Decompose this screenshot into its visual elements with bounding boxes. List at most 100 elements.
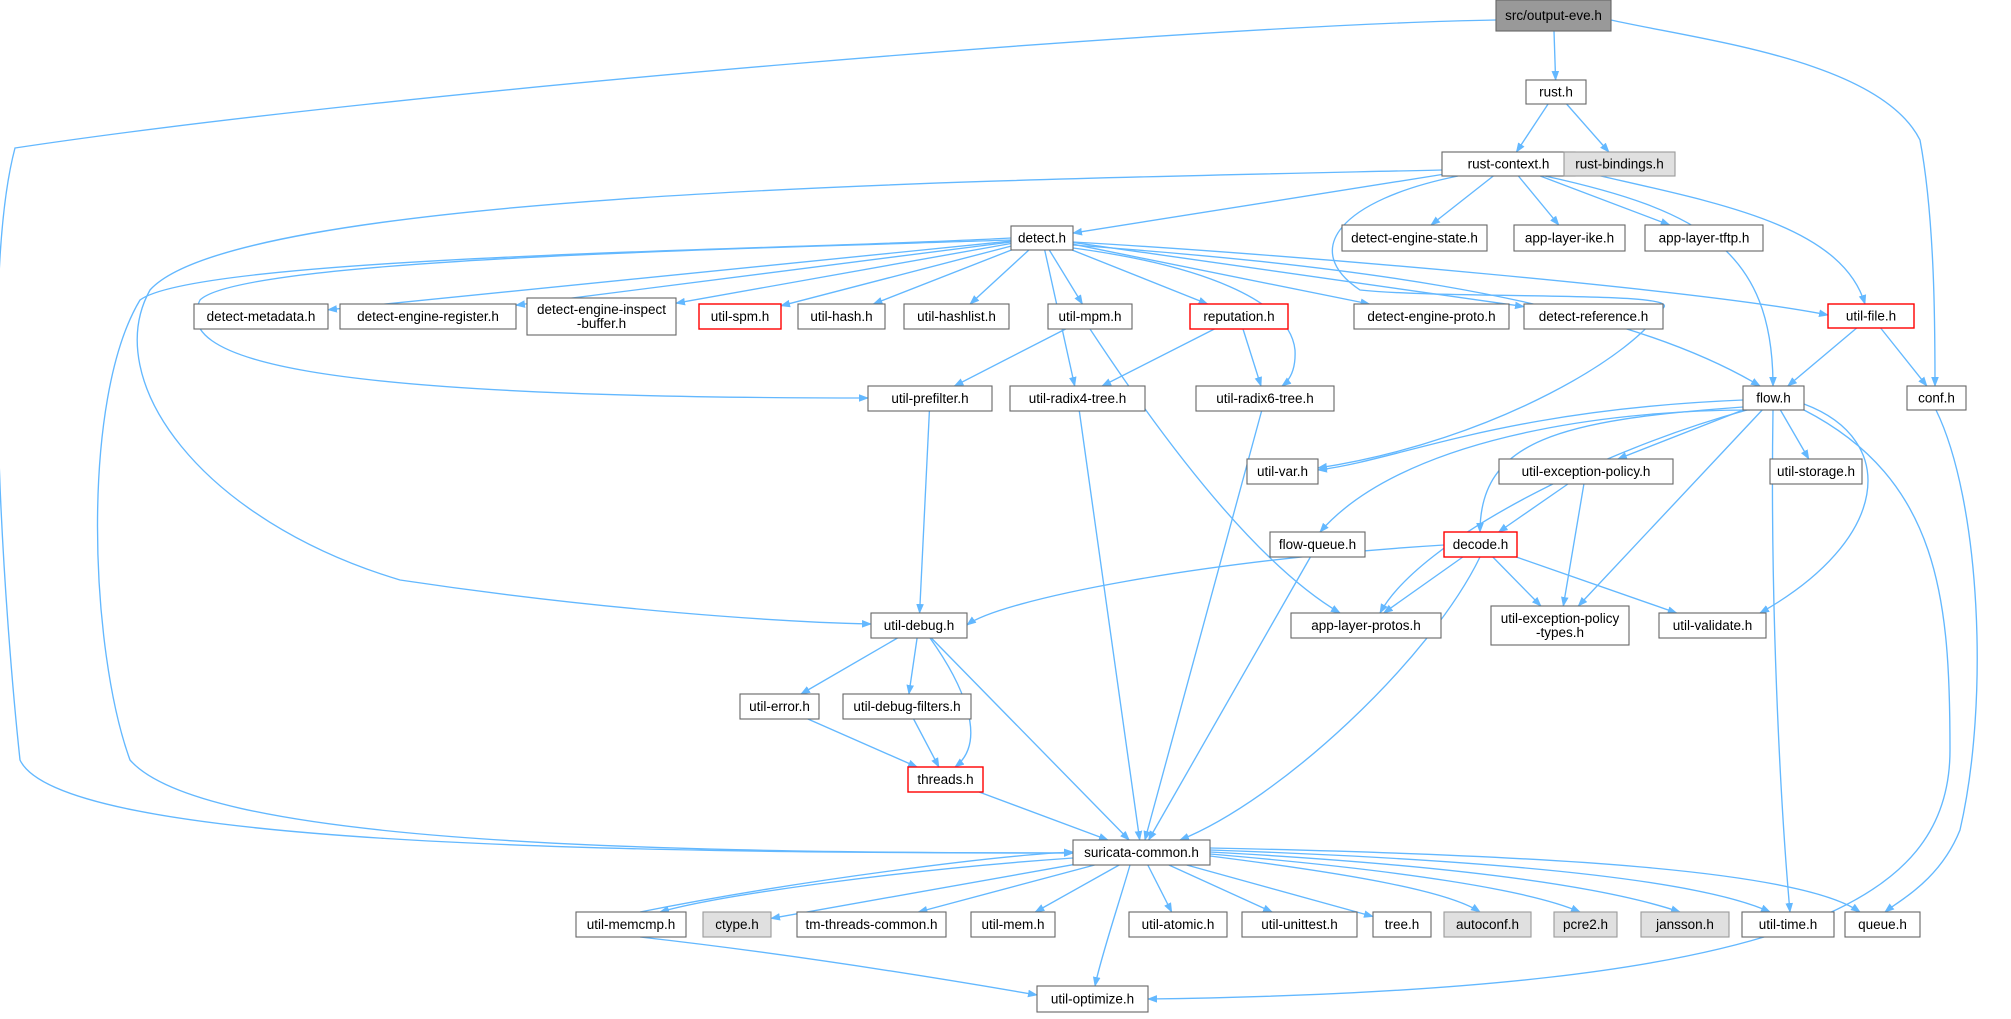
node-util-validate[interactable]: util-validate.h [1658,612,1767,639]
node-label: util-hash.h [810,309,872,324]
node-box [1010,225,1074,251]
node-box [1513,224,1626,252]
node-util-time[interactable]: util-time.h [1741,911,1835,938]
node-pcre2[interactable]: pcre2.h [1553,911,1618,938]
node-detect-engine-inspect-buffer[interactable]: detect-engine-inspect-buffer.h [526,297,677,336]
node-box [1353,303,1510,330]
node-threads[interactable]: threads.h [907,766,984,793]
node-util-memcmp[interactable]: util-memcmp.h [575,911,687,938]
node-util-atomic[interactable]: util-atomic.h [1128,911,1228,938]
node-box [796,911,947,938]
node-detect-engine-proto[interactable]: detect-engine-proto.h [1353,303,1510,330]
node-flow[interactable]: flow.h [1742,385,1805,411]
edge-util-error-to-threads [807,718,919,768]
node-app-layer-ike[interactable]: app-layer-ike.h [1513,224,1626,252]
node-util-mem[interactable]: util-mem.h [970,911,1056,938]
node-util-radix6-tree[interactable]: util-radix6-tree.h [1195,385,1335,412]
node-box [1906,385,1967,411]
node-reputation[interactable]: reputation.h [1189,303,1289,330]
edge-rust-to-rust-bindings [1566,103,1610,153]
edge-detect-to-util-file [1072,241,1829,318]
node-util-unittest[interactable]: util-unittest.h [1241,911,1358,938]
node-box [698,303,782,330]
node-util-hash[interactable]: util-hash.h [797,303,886,330]
node-detect-reference[interactable]: detect-reference.h [1523,303,1664,330]
edge-detect-to-reputation [1071,249,1209,305]
node-label: -buffer.h [577,316,626,331]
node-util-error[interactable]: util-error.h [739,693,820,720]
edge-output-eve-to-conf [1610,19,1939,387]
node-label: util-var.h [1257,464,1308,479]
node-box [1290,612,1442,639]
node-queue[interactable]: queue.h [1844,911,1921,938]
edge-util-exception-policy-to-decode [1497,483,1569,533]
node-box [1341,224,1488,252]
node-tree[interactable]: tree.h [1372,911,1432,938]
node-util-storage[interactable]: util-storage.h [1769,458,1863,485]
node-label: util-hashlist.h [917,309,996,324]
node-label: decode.h [1453,537,1509,552]
node-util-mpm[interactable]: util-mpm.h [1047,303,1133,330]
node-detect-engine-register[interactable]: detect-engine-register.h [339,303,517,330]
node-rust[interactable]: rust.h [1525,79,1587,105]
node-autoconf[interactable]: autoconf.h [1443,911,1532,938]
node-box [702,911,772,938]
node-decode[interactable]: decode.h [1443,531,1518,558]
node-label: conf.h [1918,391,1955,406]
node-box [526,297,677,336]
edge-suricata-common-to-tree [1186,864,1374,918]
node-ctype[interactable]: ctype.h [702,911,772,938]
node-output-eve[interactable]: src/output-eve.h [1495,0,1612,32]
edge-rust-context-to-util-var [1317,175,1665,471]
node-util-optimize[interactable]: util-optimize.h [1036,985,1149,1013]
node-detect-engine-state[interactable]: detect-engine-state.h [1341,224,1488,252]
node-flow-queue[interactable]: flow-queue.h [1269,531,1366,558]
node-tm-threads-common[interactable]: tm-threads-common.h [796,911,947,938]
node-box [1490,605,1630,646]
edge-flow-to-decode [1476,406,1744,533]
node-label: util-radix6-tree.h [1216,391,1314,406]
node-util-prefilter[interactable]: util-prefilter.h [867,385,993,412]
node-util-radix4-tree[interactable]: util-radix4-tree.h [1009,385,1146,412]
node-label: flow-queue.h [1279,537,1356,552]
node-util-var[interactable]: util-var.h [1246,458,1319,485]
edge-detect-to-detect-engine-register [515,241,1012,308]
node-rust-context[interactable]: rust-context.h [1441,151,1576,177]
node-detect-metadata[interactable]: detect-metadata.h [193,303,329,330]
node-util-file[interactable]: util-file.h [1827,303,1915,329]
node-box [1553,911,1618,938]
edge-detect-to-detect-engine-inspect-buffer [675,242,1012,306]
edge-detect-to-detect-reference [1072,241,1525,310]
node-util-exception-policy[interactable]: util-exception-policy.h [1498,458,1674,485]
edge-conf-to-queue [1884,409,1978,913]
node-util-exception-policy-types[interactable]: util-exception-policy-types.h [1490,605,1630,646]
node-label: util-file.h [1846,309,1896,324]
edge-flow-to-util-time [1771,409,1793,913]
node-box [970,911,1056,938]
node-util-debug-filters[interactable]: util-debug-filters.h [842,693,972,720]
edge-flow-queue-to-suricata-common [1148,556,1311,841]
node-box [1269,531,1366,558]
edge-layer [0,19,1978,1003]
edge-detect-to-detect-engine-proto [1072,243,1371,306]
node-box [1036,985,1149,1013]
node-detect[interactable]: detect.h [1010,225,1074,251]
node-conf[interactable]: conf.h [1906,385,1967,411]
edge-util-exception-policy-to-util-exception-policy-types [1561,483,1585,607]
node-app-layer-protos[interactable]: app-layer-protos.h [1290,612,1442,639]
node-suricata-common[interactable]: suricata-common.h [1072,839,1211,866]
node-app-layer-tftp[interactable]: app-layer-tftp.h [1644,224,1764,252]
node-label: detect-metadata.h [207,309,316,324]
node-jansson[interactable]: jansson.h [1640,911,1730,938]
node-box [1523,303,1664,330]
node-box [1640,911,1730,938]
node-label: util-exception-policy.h [1522,464,1651,479]
node-rust-bindings[interactable]: rust-bindings.h [1563,151,1676,177]
node-util-spm[interactable]: util-spm.h [698,303,782,330]
node-util-hashlist[interactable]: util-hashlist.h [903,303,1010,330]
edge-suricata-common-to-queue [1209,847,1861,913]
edge-detect-to-suricata-common [96,237,1074,857]
node-label: util-optimize.h [1051,992,1134,1007]
node-box [1443,911,1532,938]
node-util-debug[interactable]: util-debug.h [870,612,968,639]
